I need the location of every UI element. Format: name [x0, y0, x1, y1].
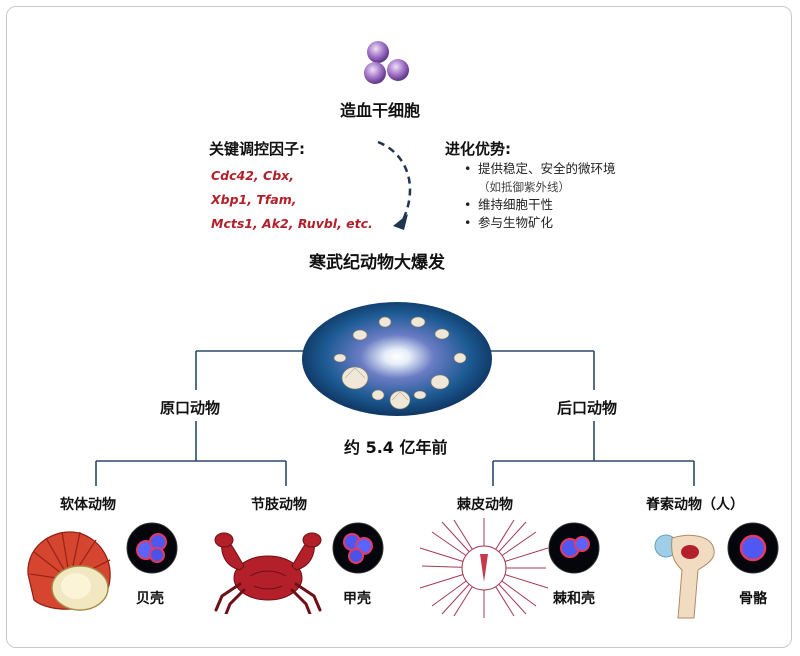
bone-icon — [654, 534, 715, 619]
dashed-arrow-path — [377, 140, 412, 223]
cambrian-ellipse-image — [302, 302, 492, 416]
shell-cell-micrograph — [126, 522, 178, 574]
factors-line-2: Xbp1, Tfam, — [211, 192, 297, 207]
leaf-echinodermata-label: 棘皮动物 — [457, 497, 513, 513]
factors-line-1: Cdc42, Cbx, — [211, 168, 294, 183]
bone-cell-micrograph — [727, 522, 779, 574]
cambrian-title: 寒武纪动物大爆发 — [309, 253, 445, 273]
advantage-item: 提供稳定、安全的微环境 — [464, 160, 616, 178]
structure-spine-label: 棘和壳 — [553, 591, 595, 607]
structure-bone-label: 骨骼 — [739, 591, 767, 607]
protostome-label: 原口动物 — [160, 399, 221, 417]
advantage-item-note: （如抵御紫外线） — [478, 180, 570, 194]
carapace-cell-micrograph — [332, 522, 384, 574]
factors-heading: 关键调控因子: — [209, 140, 305, 158]
dashed-arrow-head — [393, 214, 408, 230]
leaf-arthropoda-label: 节肢动物 — [251, 497, 307, 513]
time-label: 约 5.4 亿年前 — [344, 438, 448, 457]
advantages-heading: 进化优势: — [445, 140, 511, 158]
deuterostome-label: 后口动物 — [557, 399, 618, 417]
crab-icon — [214, 532, 322, 614]
leaf-mollusca-label: 软体动物 — [60, 497, 116, 513]
structure-shell-label: 贝壳 — [136, 591, 164, 607]
sea-urchin-icon — [419, 518, 549, 618]
leaf-chordata-label: 脊索动物（人） — [646, 497, 744, 513]
advantage-item: 参与生物矿化 — [464, 214, 616, 232]
factors-line-3: Mcts1, Ak2, Ruvbl, etc. — [211, 216, 373, 231]
stem-cell-label: 造血干细胞 — [340, 101, 421, 120]
scallop-shell-icon — [27, 531, 111, 611]
advantage-item: 维持细胞干性 — [464, 196, 616, 214]
figure-frame — [6, 6, 792, 648]
stem-cells-icon — [364, 41, 409, 84]
structure-carapace-label: 甲壳 — [343, 591, 371, 607]
spine-cell-micrograph — [548, 522, 600, 574]
advantages-list: 提供稳定、安全的微环境 （如抵御紫外线） 维持细胞干性 参与生物矿化 — [464, 160, 616, 232]
